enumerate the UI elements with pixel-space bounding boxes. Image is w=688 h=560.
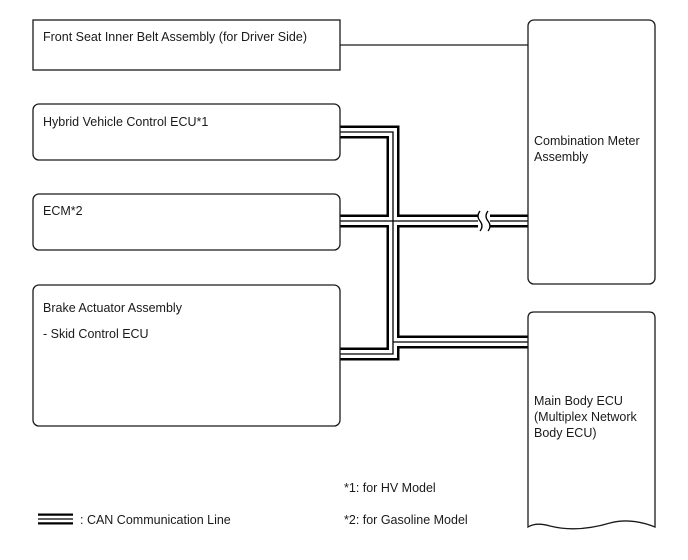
combination-meter-box <box>527 19 656 285</box>
footnote-gasoline-model: *2: for Gasoline Model <box>344 513 468 527</box>
hybrid-vehicle-ecu-box <box>32 103 341 161</box>
combination-meter-label-line1: Combination Meter <box>534 134 640 148</box>
brake-actuator-box <box>32 284 341 427</box>
ecm-box <box>32 193 341 251</box>
main-body-ecu-label-line2: (Multiplex Network <box>534 410 638 424</box>
main-body-ecu-box <box>527 311 656 530</box>
brake-actuator-label: Brake Actuator Assembly <box>43 301 183 315</box>
line-break-mark <box>477 210 491 232</box>
skid-control-ecu-label: - Skid Control ECU <box>43 327 149 341</box>
front-seat-belt-label: Front Seat Inner Belt Assembly (for Driv… <box>43 30 307 44</box>
main-body-ecu-label-line1: Main Body ECU <box>534 394 623 408</box>
main-body-ecu-label-line3: Body ECU) <box>534 426 597 440</box>
can-bus-lines <box>340 125 528 361</box>
front-seat-belt-box <box>32 19 341 71</box>
hybrid-vehicle-ecu-label: Hybrid Vehicle Control ECU*1 <box>43 115 208 129</box>
ecm-label: ECM*2 <box>43 204 83 218</box>
footnote-hv-model: *1: for HV Model <box>344 481 436 495</box>
combination-meter-label-line2: Assembly <box>534 150 589 164</box>
can-line-legend-label: : CAN Communication Line <box>80 513 231 527</box>
